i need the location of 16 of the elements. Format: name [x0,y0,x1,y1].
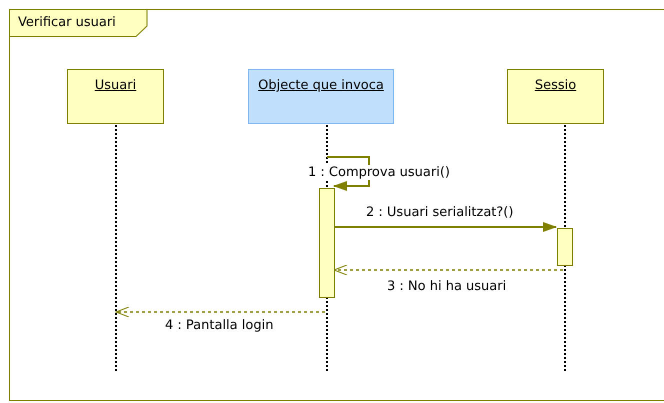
message-arrow [334,222,557,232]
lifeline [115,125,117,371]
object-name: Sessio [534,78,576,93]
object-name: Usuari [94,78,136,93]
frame-title: Verificar usuari [18,15,116,30]
object-box [507,69,604,124]
object-box [67,69,164,124]
activation-bar [319,188,335,298]
message-label: 4 : Pantalla login [165,318,274,333]
return-message-arrow [334,264,563,276]
object-box [248,69,394,124]
return-message-arrow [116,306,325,318]
message-label: 1 : Comprova usuari() [308,165,450,180]
activation-bar [557,228,573,266]
message-label: 2 : Usuari serialitzat?() [366,205,514,220]
object-name: Objecte que invoca [258,78,384,93]
